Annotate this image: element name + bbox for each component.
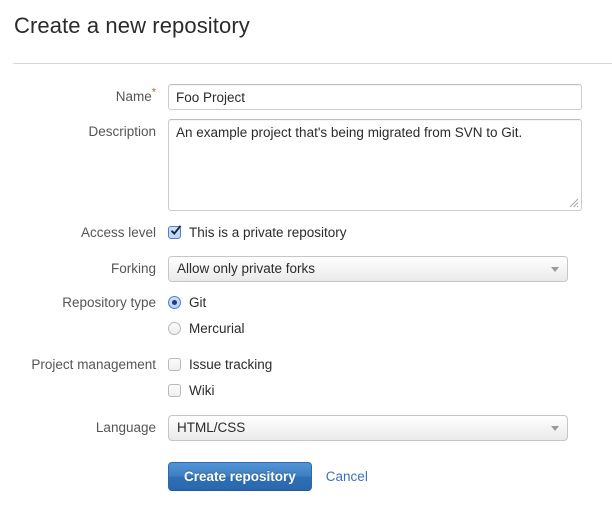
actions-field-col: Create repository Cancel [168,450,612,491]
project-management-field-col: Issue tracking Wiki [168,353,612,405]
mercurial-radio[interactable] [168,321,181,335]
forking-select[interactable]: Allow only private forks [168,256,568,282]
wiki-checkbox[interactable] [168,383,181,397]
language-select[interactable]: HTML/CSS [168,415,568,441]
access-level-private-choice[interactable]: This is a private repository [168,221,612,243]
cancel-link[interactable]: Cancel [325,469,368,484]
form-row-forking: Forking Allow only private forks [0,256,612,282]
description-textarea-wrap [168,119,582,211]
form-row-actions: Create repository Cancel [0,450,612,491]
issue-tracking-label: Issue tracking [189,356,273,372]
form-row-language: Language HTML/CSS [0,415,612,441]
form-row-description: Description [0,119,612,211]
name-label: Name* [0,84,168,110]
description-textarea[interactable] [168,119,582,211]
form-row-project-management: Project management Issue tracking Wiki [0,353,612,405]
form-row-repository-type: Repository type Git Mercurial [0,291,612,343]
wiki-label: Wiki [189,382,215,398]
issue-tracking-checkbox[interactable] [168,357,181,371]
repository-type-label: Repository type [62,295,156,310]
description-field-col [168,119,612,211]
mercurial-label: Mercurial [189,320,245,336]
language-field-col: HTML/CSS [168,415,612,441]
create-repository-button[interactable]: Create repository [168,462,312,491]
form-row-name: Name* [0,84,612,110]
description-label: Description [88,124,156,139]
repository-type-option-mercurial[interactable]: Mercurial [168,317,612,339]
forking-label: Forking [110,261,156,276]
forking-field-col: Allow only private forks [168,256,612,282]
private-repository-checkbox[interactable] [168,224,182,239]
access-level-field-col: This is a private repository [168,221,612,247]
required-asterisk: * [151,86,156,99]
project-management-option-issue-tracking[interactable]: Issue tracking [168,353,612,375]
name-field-col [168,84,612,110]
name-input[interactable] [168,84,582,110]
page-title: Create a new repository [14,13,250,38]
language-select-wrap[interactable]: HTML/CSS [168,415,568,441]
language-label: Language [95,420,156,435]
title-divider [13,63,612,64]
project-management-label: Project management [31,357,156,372]
radio-dot [172,299,177,305]
project-management-option-wiki[interactable]: Wiki [168,379,612,401]
check-icon [170,224,182,235]
access-level-label: Access level [80,225,156,240]
git-radio[interactable] [168,295,181,309]
repository-type-field-col: Git Mercurial [168,291,612,343]
private-repository-label: This is a private repository [189,224,347,240]
repository-type-option-git[interactable]: Git [168,291,612,313]
form-actions: Create repository Cancel [168,462,612,491]
form-row-access-level: Access level This is a private repositor… [0,221,612,247]
name-label-text: Name [115,89,152,104]
forking-select-wrap[interactable]: Allow only private forks [168,256,568,282]
git-label: Git [189,294,207,310]
create-repository-form: Name* Description [0,84,612,500]
